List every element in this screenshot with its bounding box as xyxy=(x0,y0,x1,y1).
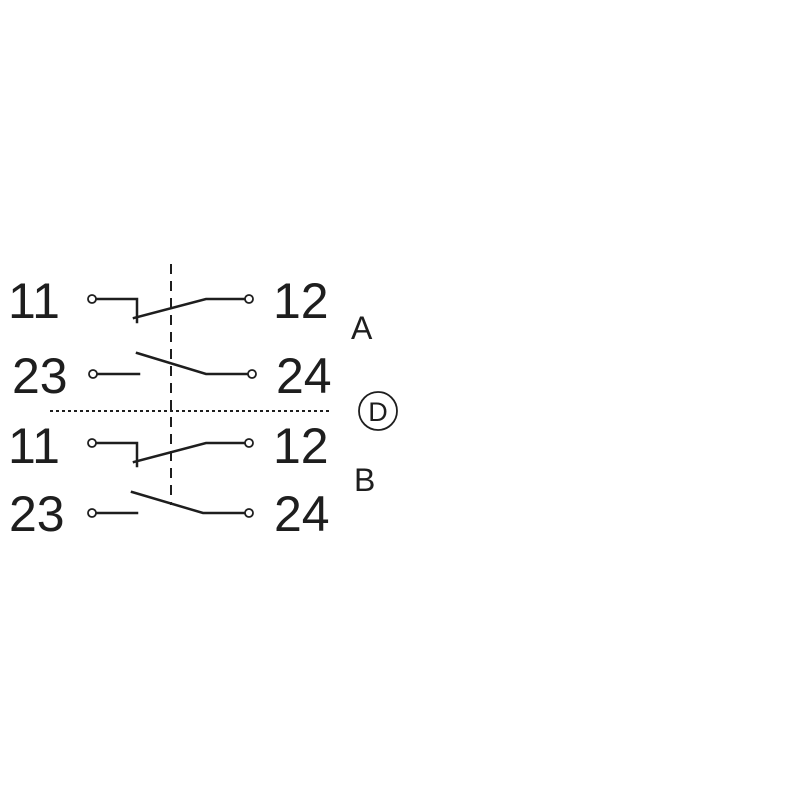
nc-contact-wire-a xyxy=(94,297,139,324)
terminal-label-23-b: 23 xyxy=(9,486,65,542)
marker-letter: D xyxy=(368,397,388,427)
terminal-label-12-a: 12 xyxy=(273,273,329,329)
terminal-label-11-a: 11 xyxy=(8,273,60,329)
marker-circle xyxy=(358,391,398,431)
terminal-point-12-a xyxy=(244,294,254,304)
terminal-point-11-a xyxy=(87,294,97,304)
terminal-point-23-a xyxy=(88,369,98,379)
terminal-label-12-b: 12 xyxy=(273,418,329,474)
no-contact-blade-b xyxy=(130,490,248,515)
circled-marker-d: D xyxy=(358,391,398,431)
terminal-label-24-b: 24 xyxy=(274,486,330,542)
nc-contact-blade-b xyxy=(132,441,248,464)
terminal-label-11-b: 11 xyxy=(8,418,60,474)
terminal-label-24-a: 24 xyxy=(276,348,332,404)
block-label-b: B xyxy=(354,462,375,498)
nc-contact-b: 11 12 xyxy=(8,418,329,474)
terminal-point-12-b xyxy=(244,438,254,448)
terminal-point-24-a xyxy=(247,369,257,379)
terminal-point-23-b xyxy=(87,508,97,518)
nc-contact-blade-a xyxy=(132,297,248,320)
no-contact-b: 23 24 xyxy=(9,486,330,542)
nc-contact-a: 11 12 xyxy=(8,273,329,329)
terminal-label-23-a: 23 xyxy=(12,348,68,404)
terminal-point-24-b xyxy=(244,508,254,518)
no-contact-a: 23 24 xyxy=(12,348,332,404)
terminal-point-11-b xyxy=(87,438,97,448)
block-b: 11 12 23 24 B xyxy=(8,418,375,542)
block-label-a: A xyxy=(351,310,373,346)
block-a: 11 12 23 24 A xyxy=(8,273,373,404)
no-contact-blade-a xyxy=(135,351,250,376)
nc-contact-wire-b xyxy=(94,441,139,468)
